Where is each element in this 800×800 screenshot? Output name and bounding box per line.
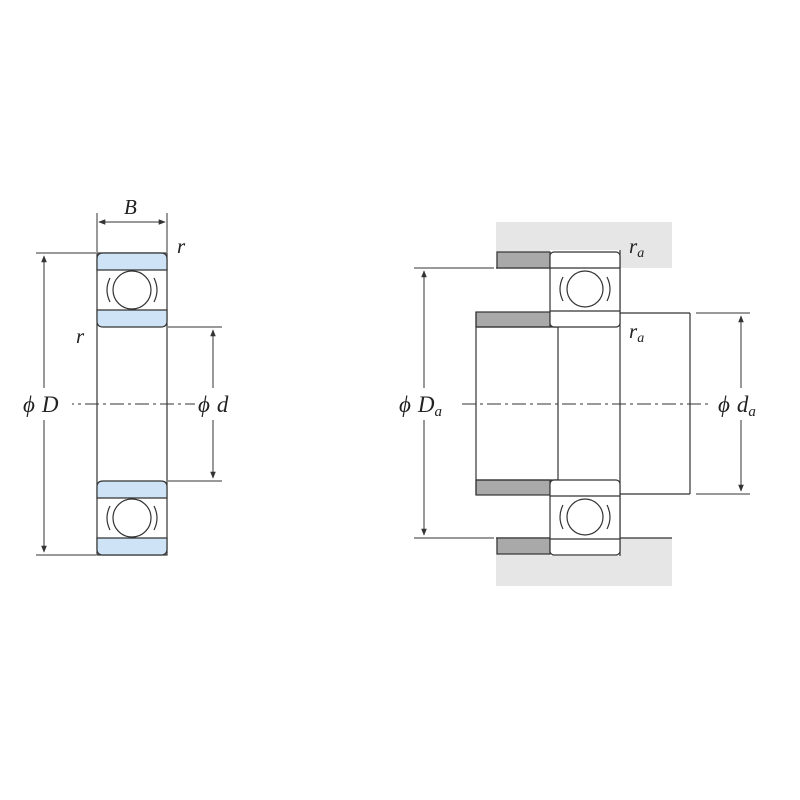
svg-text:ra: ra xyxy=(629,319,644,346)
svg-text:ra: ra xyxy=(629,234,644,261)
ball-mounted-bottom xyxy=(566,498,604,536)
phi-symbol: ϕ xyxy=(399,392,411,417)
shaft-shoulder-top xyxy=(475,311,551,328)
chamfer-label-side: r xyxy=(76,324,85,348)
phi-symbol: ϕ xyxy=(23,392,35,417)
ball-top xyxy=(112,270,152,310)
mounted-bearing-top xyxy=(549,251,621,328)
mounting-view xyxy=(414,222,750,586)
outer-ring-top xyxy=(96,252,168,271)
chamfer-label-top: r xyxy=(177,234,186,258)
mounted-bearing-bottom xyxy=(549,479,621,556)
inner-ring-top xyxy=(96,309,168,328)
svg-text:ϕD: ϕD xyxy=(23,392,59,417)
ball-mounted-top xyxy=(566,270,604,308)
phi-symbol: ϕ xyxy=(198,392,210,417)
svg-text:ϕDa: ϕDa xyxy=(399,392,442,420)
seal-right-top xyxy=(153,277,158,303)
top-ring-section xyxy=(96,252,168,328)
width-label-b: B xyxy=(124,195,137,219)
housing-fillet-label: ra xyxy=(629,234,644,261)
svg-text:ϕd: ϕd xyxy=(198,392,229,417)
seal-left-top xyxy=(106,277,111,303)
housing-shoulder-bottom xyxy=(496,537,551,555)
shaft-fillet-label: ra xyxy=(629,319,644,346)
shaft-shoulder-bottom xyxy=(475,479,551,496)
seal-right-bottom xyxy=(153,505,158,531)
bottom-ring-section xyxy=(96,480,168,556)
housing-shoulder-top xyxy=(496,251,551,269)
ball-bottom xyxy=(112,498,152,538)
outer-ring-bottom xyxy=(96,537,168,556)
svg-text:ϕda: ϕda xyxy=(718,392,756,420)
bearing-section-view xyxy=(36,213,222,556)
inner-ring-bottom xyxy=(96,480,168,499)
phi-symbol: ϕ xyxy=(718,392,730,417)
seal-left-bottom xyxy=(106,505,111,531)
